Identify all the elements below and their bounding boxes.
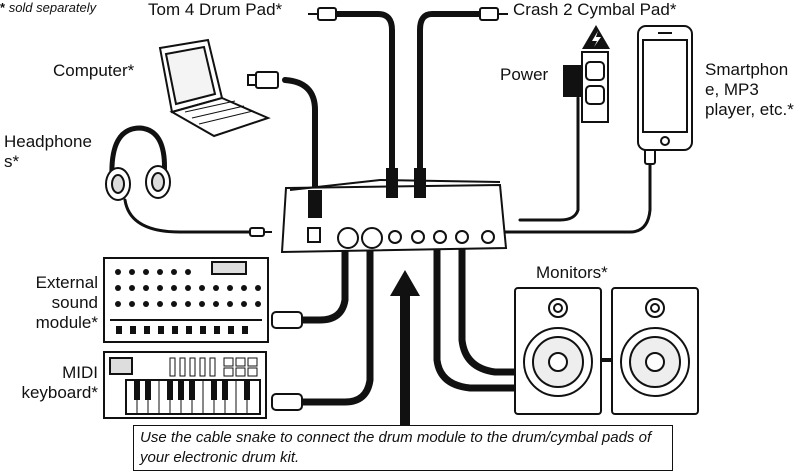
- cable-snake-caption: Use the cable snake to connect the drum …: [133, 425, 673, 471]
- monitor-left: [514, 287, 602, 415]
- power-outlet-icon: [563, 51, 609, 123]
- label-smartphone: Smartphon e, MP3 player, etc.*: [705, 60, 794, 119]
- label-power: Power: [500, 65, 549, 84]
- label-crash2: Crash 2 Cymbal Pad*: [513, 0, 677, 19]
- laptop-icon: [158, 38, 271, 138]
- label-monitors: Monitors*: [536, 263, 608, 282]
- monitor-right: [611, 287, 699, 415]
- note-text: sold separately: [8, 0, 97, 15]
- cable-snake-arrow: [390, 270, 420, 426]
- asterisk: *: [0, 0, 6, 15]
- label-external-sound-module: External sound module*: [35, 273, 98, 332]
- label-midi-keyboard: MIDI keyboard*: [21, 363, 98, 402]
- lightning-warning-icon: [582, 25, 610, 49]
- label-computer: Computer*: [53, 61, 135, 80]
- label-headphones: Headphone s*: [4, 132, 92, 171]
- headphones-icon: [105, 125, 171, 201]
- external-sound-module: [103, 257, 269, 343]
- smartphone-icon: [637, 25, 693, 151]
- midi-keyboard: [103, 351, 267, 419]
- sold-separately-note: * sold separately: [0, 0, 96, 15]
- drum-module: [280, 178, 508, 254]
- label-tom4: Tom 4 Drum Pad*: [148, 0, 283, 19]
